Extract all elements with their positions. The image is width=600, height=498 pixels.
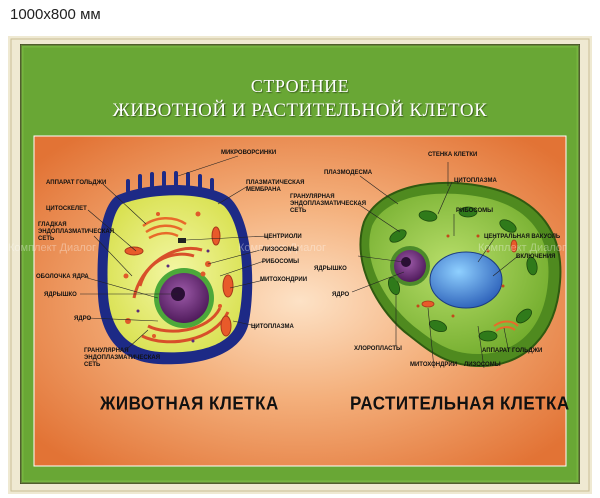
poster: СТРОЕНИЕ ЖИВОТНОЙ И РАСТИТЕЛЬНОЙ КЛЕТОК … xyxy=(8,36,592,494)
poster-title-line-1: СТРОЕНИЕ xyxy=(250,76,350,96)
label-plant-ribosomes: РИБОСОМЫ xyxy=(456,208,494,214)
label-cytoskeleton: ЦИТОСКЕЛЕТ xyxy=(46,206,87,212)
label-plant-rough-er: ГРАНУЛЯРНАЯ ЭНДОПЛАЗМАТИЧЕСКАЯ СЕТЬ xyxy=(290,194,367,214)
label-animal-ribosomes: РИБОСОМЫ xyxy=(262,259,300,265)
label-animal-golgi: АППАРАТ ГОЛЬДЖИ xyxy=(46,180,107,186)
label-animal-rough-er: ГРАНУЛЯРНАЯ ЭНДОПЛАЗМАТИЧЕСКАЯ СЕТЬ xyxy=(84,348,161,368)
label-central-vacuole: ЦЕНТРАЛЬНАЯ ВАКУОЛЬ xyxy=(484,234,561,240)
watermark-right: Комплект Диалог xyxy=(478,242,566,254)
label-animal-lysosomes: ЛИЗОСОМЫ xyxy=(262,247,299,253)
watermark-left: Комплект Диалог xyxy=(8,242,96,254)
label-plasma-membrane: ПЛАЗМАТИЧЕСКАЯ МЕМБРАНА xyxy=(246,180,305,193)
label-nuclear-envelope: ОБОЛОЧКА ЯДРА xyxy=(36,274,89,280)
poster-graphic xyxy=(8,36,592,494)
label-plant-mitochondria: МИТОХОНДРИИ xyxy=(410,362,458,368)
label-animal-mitochondria: МИТОХОНДРИИ xyxy=(260,277,308,283)
plant-cell-caption: РАСТИТЕЛЬНАЯ КЛЕТКА xyxy=(350,393,570,414)
label-plant-lysosomes: ЛИЗОСОМЫ xyxy=(464,362,501,368)
label-animal-nucleus: ЯДРО xyxy=(74,316,92,322)
label-plant-nucleus: ЯДРО xyxy=(332,292,350,298)
watermark-center: Комплект Диалог xyxy=(238,242,326,254)
label-chloroplasts: ХЛОРОПЛАСТЫ xyxy=(354,346,402,352)
label-plant-golgi: АППАРАТ ГОЛЬДЖИ xyxy=(482,348,543,354)
label-cell-wall: СТЕНКА КЛЕТКИ xyxy=(428,152,478,158)
label-microvilli: МИКРОВОРСИНКИ xyxy=(221,150,277,156)
label-animal-cytoplasm: ЦИТОПЛАЗМА xyxy=(251,324,294,330)
label-animal-nucleolus: ЯДРЫШКО xyxy=(44,292,77,298)
label-animal-smooth-er: ГЛАДКАЯ ЭНДОПЛАЗМАТИЧЕСКАЯ СЕТЬ xyxy=(38,222,115,242)
label-inclusions: ВКЛЮЧЕНИЯ xyxy=(516,254,556,260)
animal-cell-caption: ЖИВОТНАЯ КЛЕТКА xyxy=(100,393,279,414)
label-plant-nucleolus: ЯДРЫШКО xyxy=(314,266,347,272)
label-centrioles: ЦЕНТРИОЛИ xyxy=(264,234,302,240)
animal-cell-diagram xyxy=(80,155,269,365)
plant-cell-diagram xyxy=(351,162,562,369)
poster-title-line-2: ЖИВОТНОЙ И РАСТИТЕЛЬНОЙ КЛЕТОК xyxy=(112,100,488,121)
poster-size-label: 1000x800 мм xyxy=(10,6,101,23)
label-plasmodesma: ПЛАЗМОДЕСМА xyxy=(324,170,373,176)
label-plant-cytoplasm: ЦИТОПЛАЗМА xyxy=(454,178,497,184)
